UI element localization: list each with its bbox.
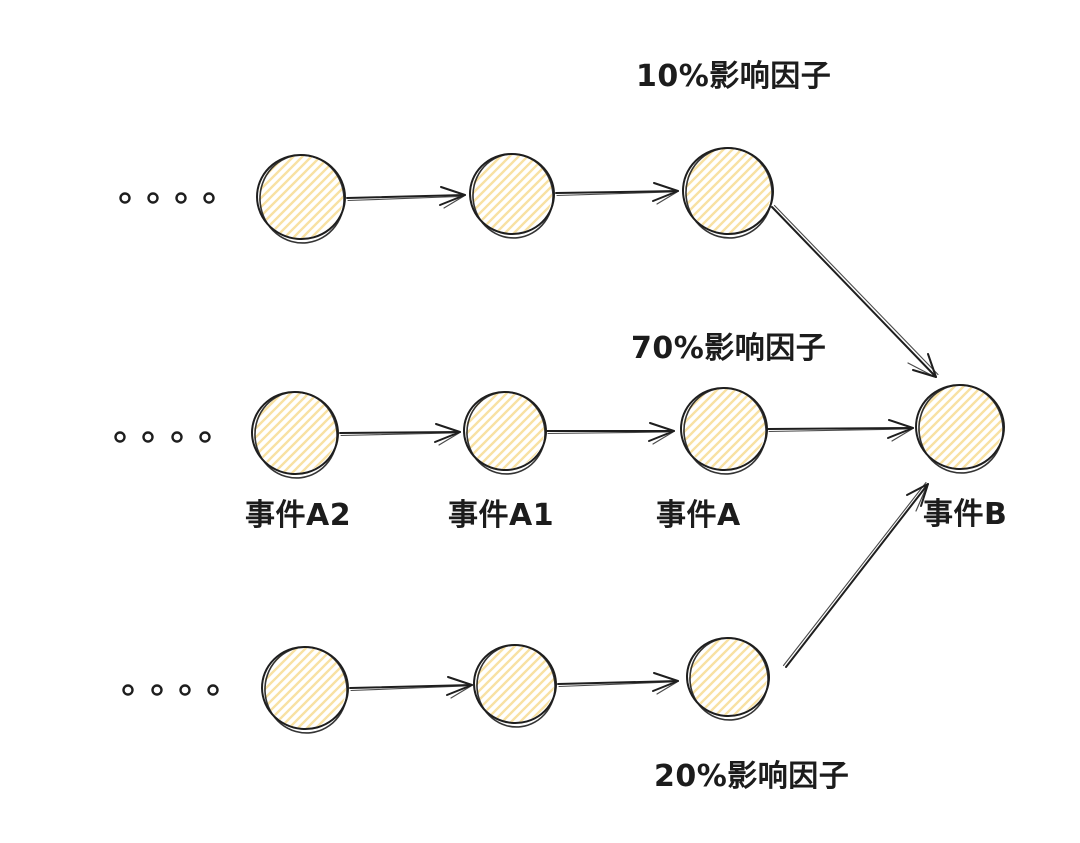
event-node <box>682 146 774 239</box>
arrow-connector <box>546 422 675 445</box>
ellipsis-dots <box>119 192 215 204</box>
ellipsis-dots <box>122 684 219 696</box>
event-node <box>256 153 346 244</box>
event-node-a2 <box>251 390 339 479</box>
label-influence-bottom: 20%影响因子 <box>654 759 850 794</box>
label-event-b: 事件B <box>923 497 1008 532</box>
arrow-top-to-event-b <box>771 204 939 378</box>
ellipsis-dots <box>114 431 211 443</box>
event-node-a1 <box>463 390 547 475</box>
label-event-a2: 事件A2 <box>245 498 352 533</box>
label-influence-middle: 70%影响因子 <box>631 331 827 366</box>
event-node <box>261 645 349 734</box>
chain-top <box>119 146 939 378</box>
chain-bottom <box>122 481 929 734</box>
label-influence-top: 10%影响因子 <box>636 59 832 94</box>
arrow-middle-to-event-b <box>767 419 914 442</box>
event-node-b <box>915 383 1005 474</box>
arrow-connector <box>346 186 466 209</box>
label-event-a: 事件A <box>656 498 741 533</box>
arrow-connector <box>339 423 461 446</box>
arrow-connector <box>349 676 473 699</box>
chain-middle <box>114 386 914 479</box>
event-node-a <box>680 386 768 475</box>
event-node <box>686 636 770 721</box>
label-event-a1: 事件A1 <box>448 498 555 533</box>
arrow-connector <box>555 182 679 205</box>
arrow-bottom-to-event-b <box>782 481 929 668</box>
event-node <box>473 643 557 728</box>
arrow-connector <box>557 672 679 695</box>
event-node <box>469 152 555 239</box>
